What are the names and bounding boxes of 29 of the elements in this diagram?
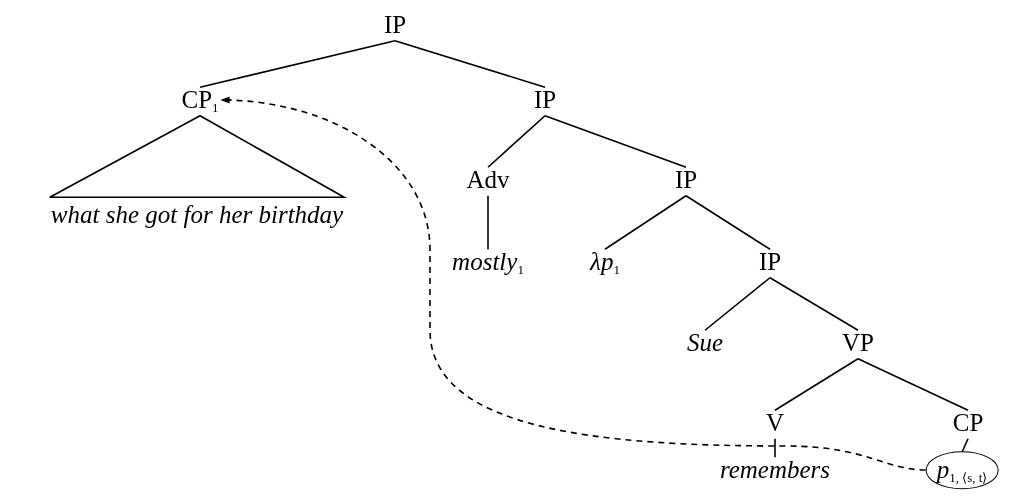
tree-branch [769, 276, 859, 332]
tree-branch [544, 114, 687, 169]
tree-label: IP [382, 11, 408, 39]
tree-branch [487, 194, 489, 251]
tree-label: λp$_{1}$ [589, 248, 621, 276]
tree-label: IP [757, 248, 783, 276]
tree-label: IP [673, 166, 699, 194]
tree-label: Sue [685, 329, 725, 357]
tree-branch [685, 194, 771, 251]
tree-branch [394, 39, 546, 89]
tree-label: VP [841, 329, 875, 357]
tree-label: IP [532, 86, 558, 114]
tree-branch [487, 114, 546, 169]
tree-branch [199, 39, 396, 89]
triangle-branch [49, 114, 348, 199]
tree-label: Adv [465, 166, 511, 194]
tree-branch [774, 357, 859, 412]
tree-label: V [764, 409, 786, 437]
ellipse-node: p$_{1, ⟨s, t⟩}$ [925, 451, 999, 489]
tree-branch [857, 357, 969, 412]
tree-label: mostly$_{1}$ [451, 248, 525, 276]
tree-branch [774, 437, 776, 459]
tree-branch [704, 276, 771, 332]
tree-label: what she got for her birthday [49, 201, 345, 229]
tree-label: CP$_{1}$ [180, 86, 220, 114]
tree-label: CP [951, 409, 985, 437]
tree-label: remembers [718, 456, 832, 484]
tree-branch [604, 194, 687, 251]
movement-arrow [220, 96, 927, 471]
